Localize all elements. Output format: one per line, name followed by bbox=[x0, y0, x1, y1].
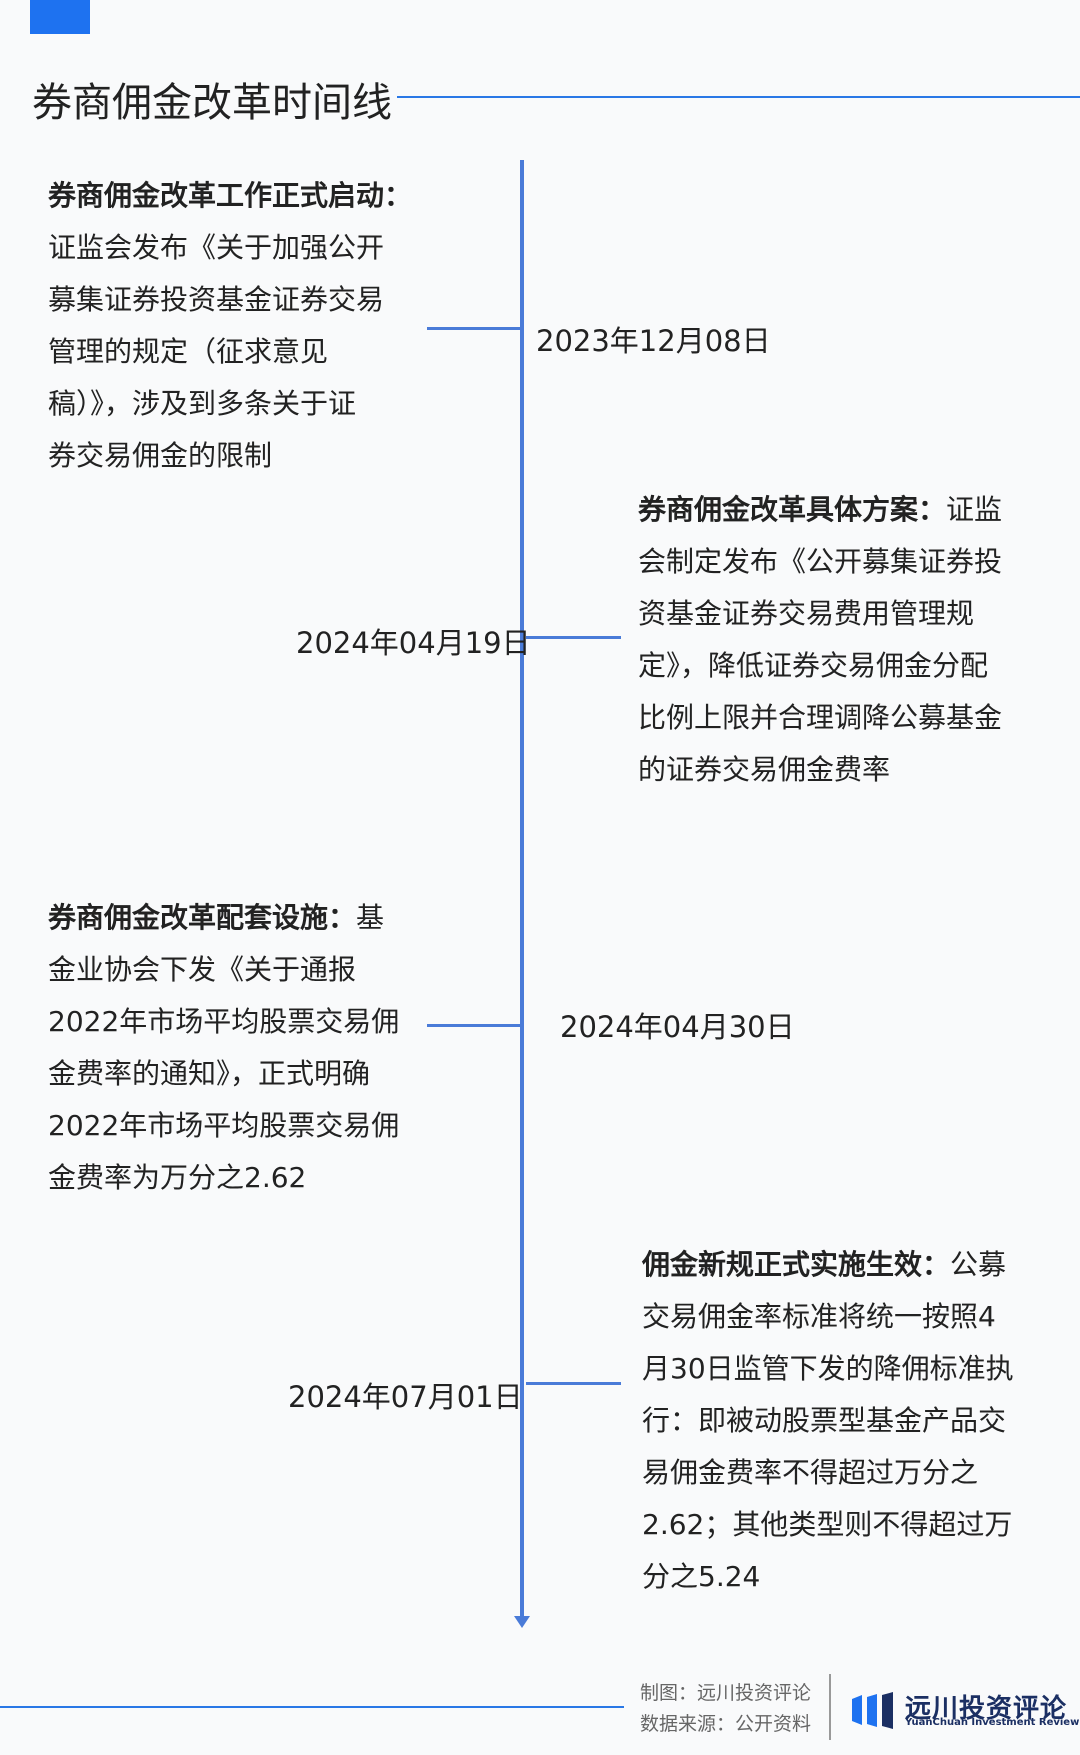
event-heading-3: 券商佣金改革配套设施： bbox=[48, 901, 357, 934]
timeline-axis bbox=[520, 160, 524, 1620]
yuanchuan-logo-icon bbox=[852, 1692, 893, 1729]
footer-divider bbox=[0, 1706, 624, 1708]
footer-credits: 制图：远川投资评论 数据来源：公开资料 bbox=[640, 1678, 811, 1740]
event-date-1: 2023年12月08日 bbox=[536, 324, 771, 358]
logo-text-cn: 远川投资评论 bbox=[905, 1694, 1068, 1724]
event-text-2: 券商佣金改革具体方案：证监 会制定发布《公开募集证券投 资基金证券交易费用管理规… bbox=[638, 493, 1003, 786]
timeline-tick-1 bbox=[427, 327, 522, 330]
event-heading-4: 佣金新规正式实施生效： bbox=[642, 1248, 951, 1281]
page-title: 券商佣金改革时间线 bbox=[32, 80, 392, 126]
title-divider bbox=[397, 96, 1080, 98]
event-heading-1: 券商佣金改革工作正式启动： bbox=[48, 179, 413, 212]
event-heading-2: 券商佣金改革具体方案： bbox=[638, 493, 947, 526]
footer-vertical-divider bbox=[829, 1674, 831, 1740]
timeline-tick-3 bbox=[427, 1024, 522, 1027]
logo-text-en: YuanChuan Investment Review bbox=[905, 1717, 1080, 1728]
timeline-arrow-icon bbox=[514, 1616, 530, 1628]
timeline-tick-4 bbox=[526, 1382, 621, 1385]
event-text-4: 佣金新规正式实施生效：公募 交易佣金率标准将统一按照4 月30日监管下发的降佣标… bbox=[642, 1248, 1014, 1593]
event-date-2: 2024年04月19日 bbox=[296, 626, 531, 660]
credit-chart-maker: 制图：远川投资评论 bbox=[640, 1682, 812, 1704]
event-date-4: 2024年07月01日 bbox=[288, 1380, 523, 1414]
event-text-1: 券商佣金改革工作正式启动： 证监会发布《关于加强公开 募集证券投资基金证券交易 … bbox=[48, 179, 413, 472]
event-date-3: 2024年04月30日 bbox=[560, 1010, 795, 1044]
timeline-tick-2 bbox=[526, 636, 621, 639]
corner-accent-block bbox=[30, 0, 90, 34]
credit-data-source: 数据来源：公开资料 bbox=[640, 1713, 812, 1735]
event-text-3: 券商佣金改革配套设施：基 金业协会下发《关于通报 2022年市场平均股票交易佣 … bbox=[48, 901, 400, 1194]
